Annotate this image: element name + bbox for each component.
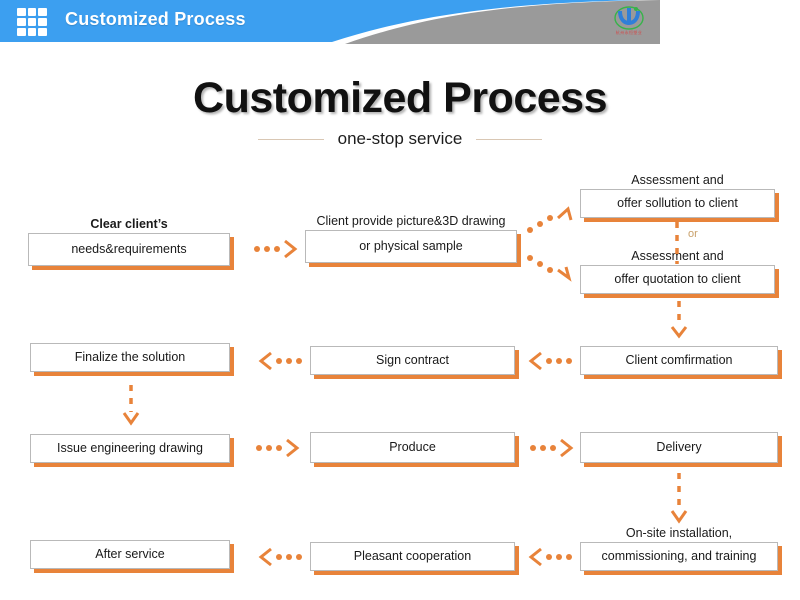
grid-cell xyxy=(17,28,26,36)
flow-box-issue-engineering[interactable]: Issue engineering drawing xyxy=(30,434,230,463)
or-label: or xyxy=(688,228,698,240)
flow-box-label: offer quotation to client xyxy=(614,272,741,287)
flow-box-pleasant-cooperation[interactable]: Pleasant cooperation xyxy=(310,542,515,571)
grid-cell xyxy=(38,28,47,36)
brand-logo-icon: 杭州永恒塑业 xyxy=(606,5,652,41)
grid-cell xyxy=(17,18,26,26)
flow-box-overline: Assessment and xyxy=(631,173,724,187)
flow-box-produce[interactable]: Produce xyxy=(310,432,515,463)
arrow-picture-to-quotation xyxy=(527,255,572,282)
arrow-needs-to-picture xyxy=(254,239,298,259)
header-title: Customized Process xyxy=(65,9,246,29)
flow-box-client-provide-picture[interactable]: Client provide picture&3D drawing or phy… xyxy=(305,214,517,263)
flow-box-label: Produce xyxy=(389,440,436,455)
subtitle-rule-left xyxy=(257,138,324,140)
flow-box-overline: Client provide picture&3D drawing xyxy=(316,214,506,228)
arrow-pleasant-to-after xyxy=(258,547,302,567)
grid-cell xyxy=(17,8,26,16)
grid-menu-icon[interactable] xyxy=(17,8,47,36)
page-subtitle-row: one-stop service xyxy=(0,129,800,149)
flow-box-sign-contract[interactable]: Sign contract xyxy=(310,346,515,375)
arrow-confirm-to-sign xyxy=(528,351,572,371)
flow-box-label: Delivery xyxy=(656,440,702,455)
grid-cell xyxy=(38,18,47,26)
arrow-solution-or-quotation xyxy=(675,222,679,264)
arrow-picture-to-solution xyxy=(527,206,573,233)
arrow-issue-to-produce xyxy=(256,438,300,458)
arrow-onsite-to-pleasant xyxy=(528,547,572,567)
flow-box-label: Pleasant cooperation xyxy=(353,549,472,564)
logo-caption: 杭州永恒塑业 xyxy=(615,30,643,35)
flow-box-label: offer sollution to client xyxy=(617,196,738,211)
subtitle-rule-right xyxy=(476,138,543,140)
grid-cell xyxy=(27,28,37,36)
logo-mark xyxy=(614,6,644,30)
flow-box-overline: Assessment and xyxy=(631,249,724,263)
flow-box-overline: On-site installation, xyxy=(625,526,733,540)
arrow-finalize-to-issue xyxy=(122,385,140,426)
flow-box-assessment-quotation[interactable]: Assessment and offer quotation to client xyxy=(580,249,775,294)
flow-box-after-service[interactable]: After service xyxy=(30,540,230,569)
flow-box-label: needs&requirements xyxy=(71,242,187,257)
flow-box-label: or physical sample xyxy=(359,239,463,254)
flow-box-label: commissioning, and training xyxy=(601,549,757,564)
flow-box-label: Sign contract xyxy=(376,353,449,368)
grid-cell xyxy=(27,18,37,26)
grid-cell xyxy=(38,8,47,16)
flow-box-onsite-installation[interactable]: On-site installation, commissioning, and… xyxy=(580,526,778,571)
arrow-sign-to-finalize xyxy=(258,351,302,371)
flow-box-label: Finalize the solution xyxy=(74,350,186,365)
flow-box-clear-client-needs[interactable]: Clear client’s needs&requirements xyxy=(28,217,230,266)
app-header: Customized Process 杭州永恒塑业 xyxy=(0,0,660,44)
page-subtitle: one-stop service xyxy=(337,129,463,148)
arrow-produce-to-delivery xyxy=(530,438,574,458)
flow-box-finalize-solution[interactable]: Finalize the solution xyxy=(30,343,230,372)
grid-cell xyxy=(27,8,37,16)
flow-box-label: Issue engineering drawing xyxy=(57,441,203,456)
flow-box-client-confirmation[interactable]: Client comfirmation xyxy=(580,346,778,375)
page-title: Customized Process xyxy=(193,74,607,122)
flow-box-delivery[interactable]: Delivery xyxy=(580,432,778,463)
header-background xyxy=(0,0,660,44)
flow-box-label: After service xyxy=(95,547,165,562)
flow-box-assessment-solution[interactable]: Assessment and offer sollution to client xyxy=(580,173,775,218)
flow-box-label: Client comfirmation xyxy=(625,353,733,368)
arrow-quotation-to-confirm xyxy=(670,301,688,339)
arrow-delivery-to-onsite xyxy=(670,473,688,524)
flow-box-overline: Clear client’s xyxy=(90,217,168,231)
